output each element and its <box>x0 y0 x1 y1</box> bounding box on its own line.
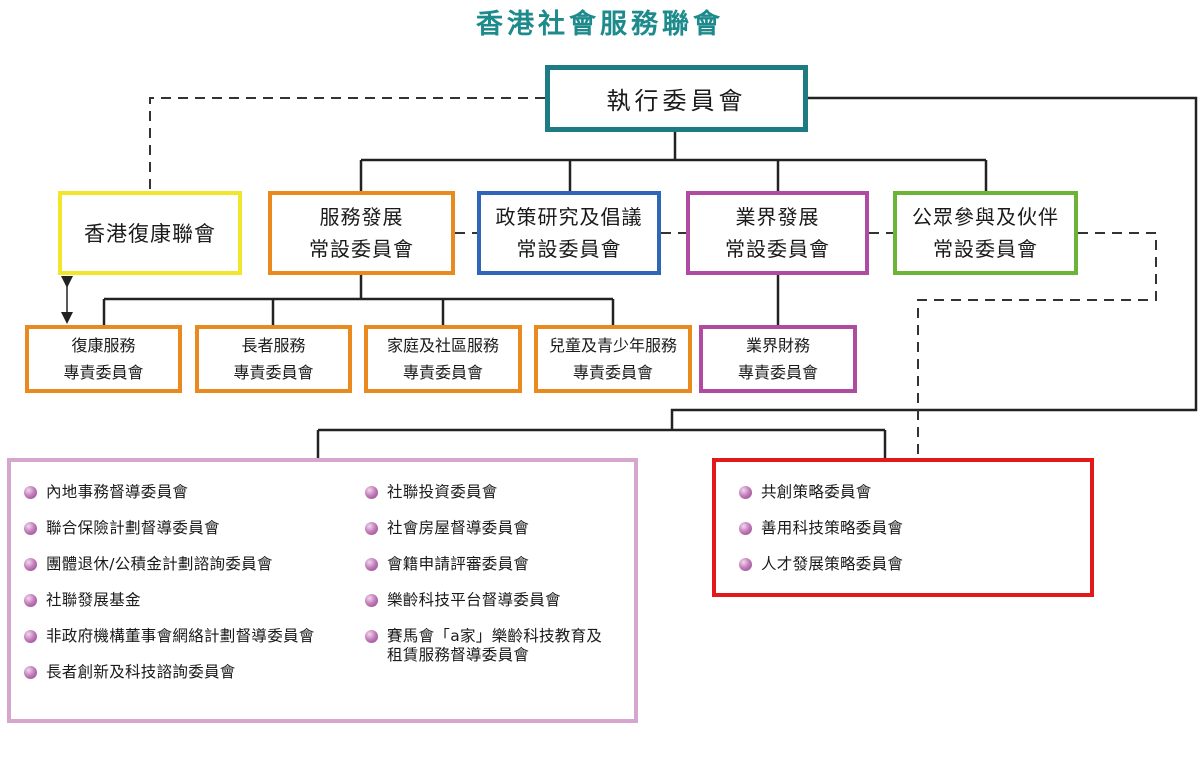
list-item: 賽馬會「a家」樂齡科技教育及 租賃服務督導委員會 <box>365 627 602 665</box>
committee-label-line1: 業界發展 <box>735 205 820 229</box>
committee-label-line2: 專責委員會 <box>233 363 314 382</box>
strategic-committees-panel <box>712 458 1094 597</box>
list-item: 樂齡科技平台督導委員會 <box>365 591 561 610</box>
bullet-icon <box>365 522 378 535</box>
committee-label-line2: 專責委員會 <box>572 363 653 382</box>
bullet-icon <box>365 486 378 499</box>
committee-label-line2: 專責委員會 <box>402 363 483 382</box>
list-item: 社聯投資委員會 <box>365 483 498 502</box>
committee-label-line2: 常設委員會 <box>933 237 1038 261</box>
specialized-committee-sector-finance: 業界財務 專責委員會 <box>699 325 857 393</box>
list-item-label: 長者創新及科技諮詢委員會 <box>46 663 236 681</box>
list-item-label: 會籍申請評審委員會 <box>387 555 530 573</box>
list-item: 會籍申請評審委員會 <box>365 555 529 574</box>
list-item-label: 團體退休/公積金計劃諮詢委員會 <box>46 555 273 573</box>
committee-label-line1: 復康服務 <box>71 336 136 355</box>
other-committees-panel <box>7 458 638 723</box>
rehab-alliance-label: 香港復康聯會 <box>84 222 216 246</box>
list-item: 人才發展策略委員會 <box>739 555 903 574</box>
list-item-label: 共創策略委員會 <box>761 483 872 501</box>
list-item: 內地事務督導委員會 <box>24 483 188 502</box>
committee-label-line1: 兒童及青少年服務 <box>548 336 677 355</box>
committee-label-line1: 政策研究及倡議 <box>495 205 643 229</box>
bullet-icon <box>365 630 378 643</box>
committee-label-line2: 專責委員會 <box>737 363 818 382</box>
list-item-label: 社聯投資委員會 <box>387 483 498 501</box>
bullet-icon <box>24 594 37 607</box>
list-item-label: 人才發展策略委員會 <box>761 555 904 573</box>
list-item-label: 社會房屋督導委員會 <box>387 519 530 537</box>
list-item-label: 社聯發展基金 <box>46 591 141 609</box>
committee-label-line1: 服務發展 <box>319 205 404 229</box>
committee-label-line2: 常設委員會 <box>516 237 622 261</box>
standing-committee-service-development: 服務發展 常設委員會 <box>268 191 455 275</box>
bullet-icon <box>24 486 37 499</box>
list-item: 共創策略委員會 <box>739 483 872 502</box>
list-item-label: 聯合保險計劃督導委員會 <box>46 519 220 537</box>
list-item-label-line1: 賽馬會「a家」樂齡科技教育及 <box>387 627 603 645</box>
rehab-alliance-box: 香港復康聯會 <box>58 191 242 275</box>
standing-committee-policy: 政策研究及倡議 常設委員會 <box>477 191 661 275</box>
bullet-icon <box>24 666 37 679</box>
executive-committee-label: 執行委員會 <box>606 87 747 115</box>
list-item-label-line2: 租賃服務督導委員會 <box>387 646 530 664</box>
specialized-committee-rehab: 復康服務 專責委員會 <box>25 325 182 393</box>
list-item: 社會房屋督導委員會 <box>365 519 529 538</box>
committee-label-line1: 長者服務 <box>241 336 306 355</box>
committee-label-line2: 常設委員會 <box>725 237 830 261</box>
list-item: 聯合保險計劃督導委員會 <box>24 519 220 538</box>
committee-label-line1: 公眾參與及伙伴 <box>912 205 1059 229</box>
list-item-label: 善用科技策略委員會 <box>761 519 904 537</box>
list-item: 非政府機構董事會網絡計劃督導委員會 <box>24 627 315 646</box>
bullet-icon <box>365 558 378 571</box>
specialized-committee-family-community: 家庭及社區服務 專責委員會 <box>364 325 522 393</box>
list-item-label: 樂齡科技平台督導委員會 <box>387 591 561 609</box>
list-item: 社聯發展基金 <box>24 591 141 610</box>
list-item-label: 非政府機構董事會網絡計劃督導委員會 <box>46 627 315 645</box>
committee-label-line2: 專責委員會 <box>63 363 144 382</box>
executive-committee-box: 執行委員會 <box>545 65 808 132</box>
specialized-committee-children-youth: 兒童及青少年服務 專責委員會 <box>534 325 692 393</box>
standing-committee-public-engagement: 公眾參與及伙伴 常設委員會 <box>893 191 1078 275</box>
bullet-icon <box>24 630 37 643</box>
committee-label-line1: 家庭及社區服務 <box>386 336 499 355</box>
bullet-icon <box>739 486 752 499</box>
list-item-text: 賽馬會「a家」樂齡科技教育及 租賃服務督導委員會 <box>387 627 602 665</box>
list-item: 善用科技策略委員會 <box>739 519 903 538</box>
committee-label-line2: 常設委員會 <box>309 237 414 261</box>
list-item-label: 內地事務督導委員會 <box>46 483 189 501</box>
list-item: 長者創新及科技諮詢委員會 <box>24 663 236 682</box>
bullet-icon <box>739 558 752 571</box>
bullet-icon <box>365 594 378 607</box>
committee-label-line1: 業界財務 <box>745 336 810 355</box>
list-item: 團體退休/公積金計劃諮詢委員會 <box>24 555 273 574</box>
bullet-icon <box>24 558 37 571</box>
standing-committee-sector-development: 業界發展 常設委員會 <box>686 191 869 275</box>
bullet-icon <box>739 522 752 535</box>
specialized-committee-elderly: 長者服務 專責委員會 <box>195 325 352 393</box>
page-title: 香港社會服務聯會 <box>476 9 724 40</box>
bullet-icon <box>24 522 37 535</box>
